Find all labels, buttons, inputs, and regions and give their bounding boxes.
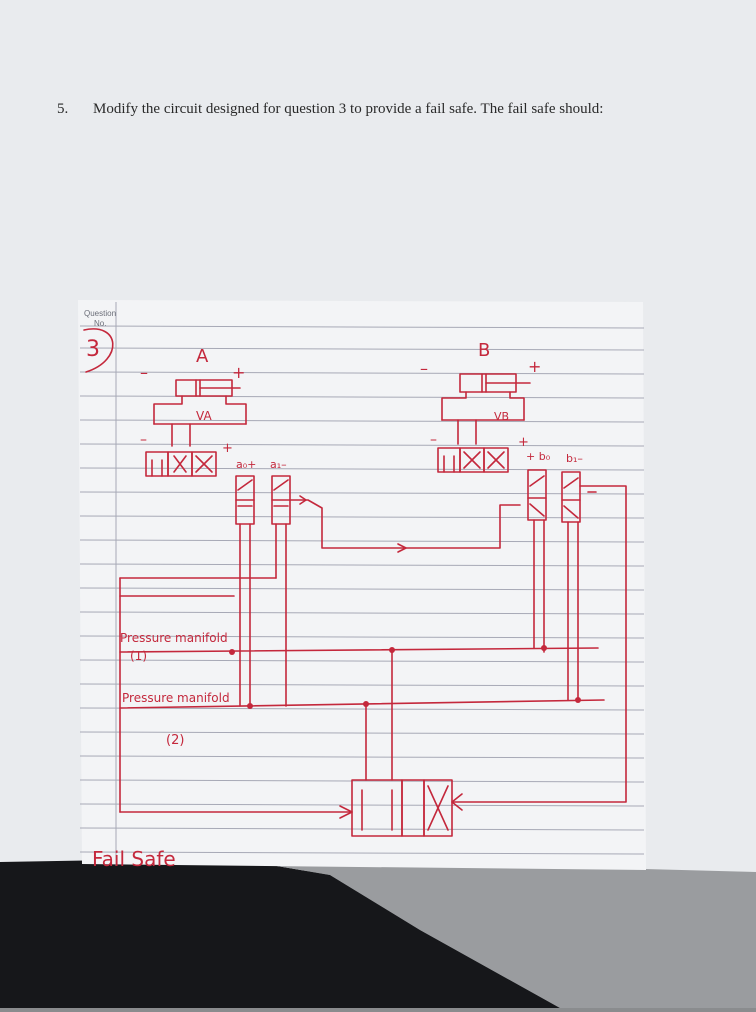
cylinder-a: A – +	[140, 346, 247, 425]
valve-b-minus: –	[430, 432, 437, 448]
valve-a: VA – +	[140, 409, 247, 477]
desk-surface	[230, 858, 756, 1008]
box-label-question: Question	[84, 309, 116, 318]
valve-a-minus: –	[140, 432, 147, 448]
question-no-handwritten: 3	[86, 337, 100, 362]
manifold-2-number: (2)	[166, 733, 184, 748]
manifold-1-number: (1)	[130, 649, 147, 663]
limit-switches-a: a₀+ a₁–	[235, 458, 521, 707]
cylinder-a-minus: –	[140, 363, 148, 382]
switch-a1-label: a₁–	[270, 458, 287, 471]
valve-b-label: VB	[494, 410, 509, 423]
cylinder-b-minus: –	[420, 359, 428, 378]
pressure-manifolds: Pressure manifold (1) Pressure manifold …	[119, 577, 605, 813]
answer-sheet	[78, 300, 646, 870]
question-number-box: Question No. 3	[83, 309, 116, 373]
circuit-drawing: A – + VA – + a₀+ a₁–	[92, 340, 627, 871]
question-number: 5.	[57, 101, 69, 117]
cylinder-b-label: B	[478, 340, 490, 361]
fail-safe-label: Fail Safe	[92, 847, 176, 871]
cylinder-b-plus: +	[528, 357, 541, 376]
question-text: Modify the circuit designed for question…	[93, 101, 604, 117]
valve-b: VB – +	[430, 410, 529, 473]
box-label-no: No.	[94, 319, 106, 328]
cylinder-a-plus: +	[232, 363, 245, 382]
manifold-1-label: Pressure manifold	[120, 631, 228, 645]
dark-fabric	[0, 858, 560, 1008]
switch-b1-label: b₁–	[566, 452, 583, 465]
valve-a-plus: +	[222, 441, 233, 456]
limit-switches-b: + b₀ b₁–	[451, 450, 627, 803]
switch-a0-label: a₀+	[236, 458, 256, 471]
valve-a-label: VA	[196, 409, 212, 423]
cylinder-b: B – +	[420, 340, 541, 421]
valve-b-plus: +	[518, 435, 529, 450]
switch-b0-label: + b₀	[526, 450, 551, 463]
cylinder-a-label: A	[196, 346, 209, 367]
manifold-2-label: Pressure manifold	[122, 691, 230, 705]
fail-safe-valve	[339, 649, 463, 837]
